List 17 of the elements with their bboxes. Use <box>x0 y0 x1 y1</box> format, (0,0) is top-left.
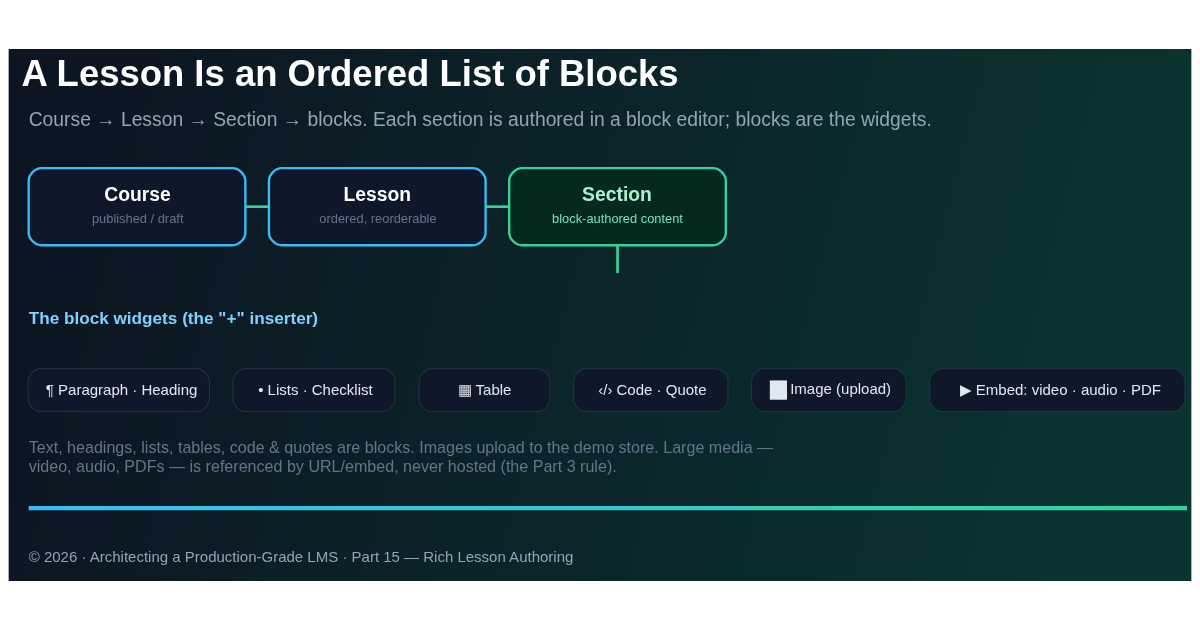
node-box: Section block-authored content <box>508 166 728 247</box>
connector <box>245 205 269 208</box>
label: The block widgets (the "+" inserter) <box>28 308 319 329</box>
diagram-title: A Lesson Is an Ordered List of Blocks <box>21 52 679 94</box>
node-box: Image (upload) <box>751 368 907 413</box>
node-box: Lesson ordered, reorderable <box>267 166 487 247</box>
connector <box>616 245 619 273</box>
node-box: ▶ Embed: video · audio · PDF <box>929 368 1186 413</box>
node-box: Course published / draft <box>27 166 247 247</box>
node-box: ¶ Paragraph · Heading <box>27 368 210 413</box>
label: © 2026 · Architecting a Production-Grade LMS · Part 15 — Rich Lesson Authoring <box>28 547 574 565</box>
node-box: ▦ Table <box>418 368 551 413</box>
label: Text, headings, lists, tables, code & quotes are blocks. Images upload to the demo store. Large media — video, audio, PDFs — is referenced by URL/embed, never hosted (the Part 3 rule). <box>28 438 774 475</box>
connector <box>485 205 509 208</box>
label: Course → Lesson → Section → blocks. Each section is authored in a block editor; blocks are the widgets. <box>28 108 932 130</box>
node-box: • Lists · Checklist <box>232 368 396 413</box>
node-box: ‹/› Code · Quote <box>573 368 729 413</box>
